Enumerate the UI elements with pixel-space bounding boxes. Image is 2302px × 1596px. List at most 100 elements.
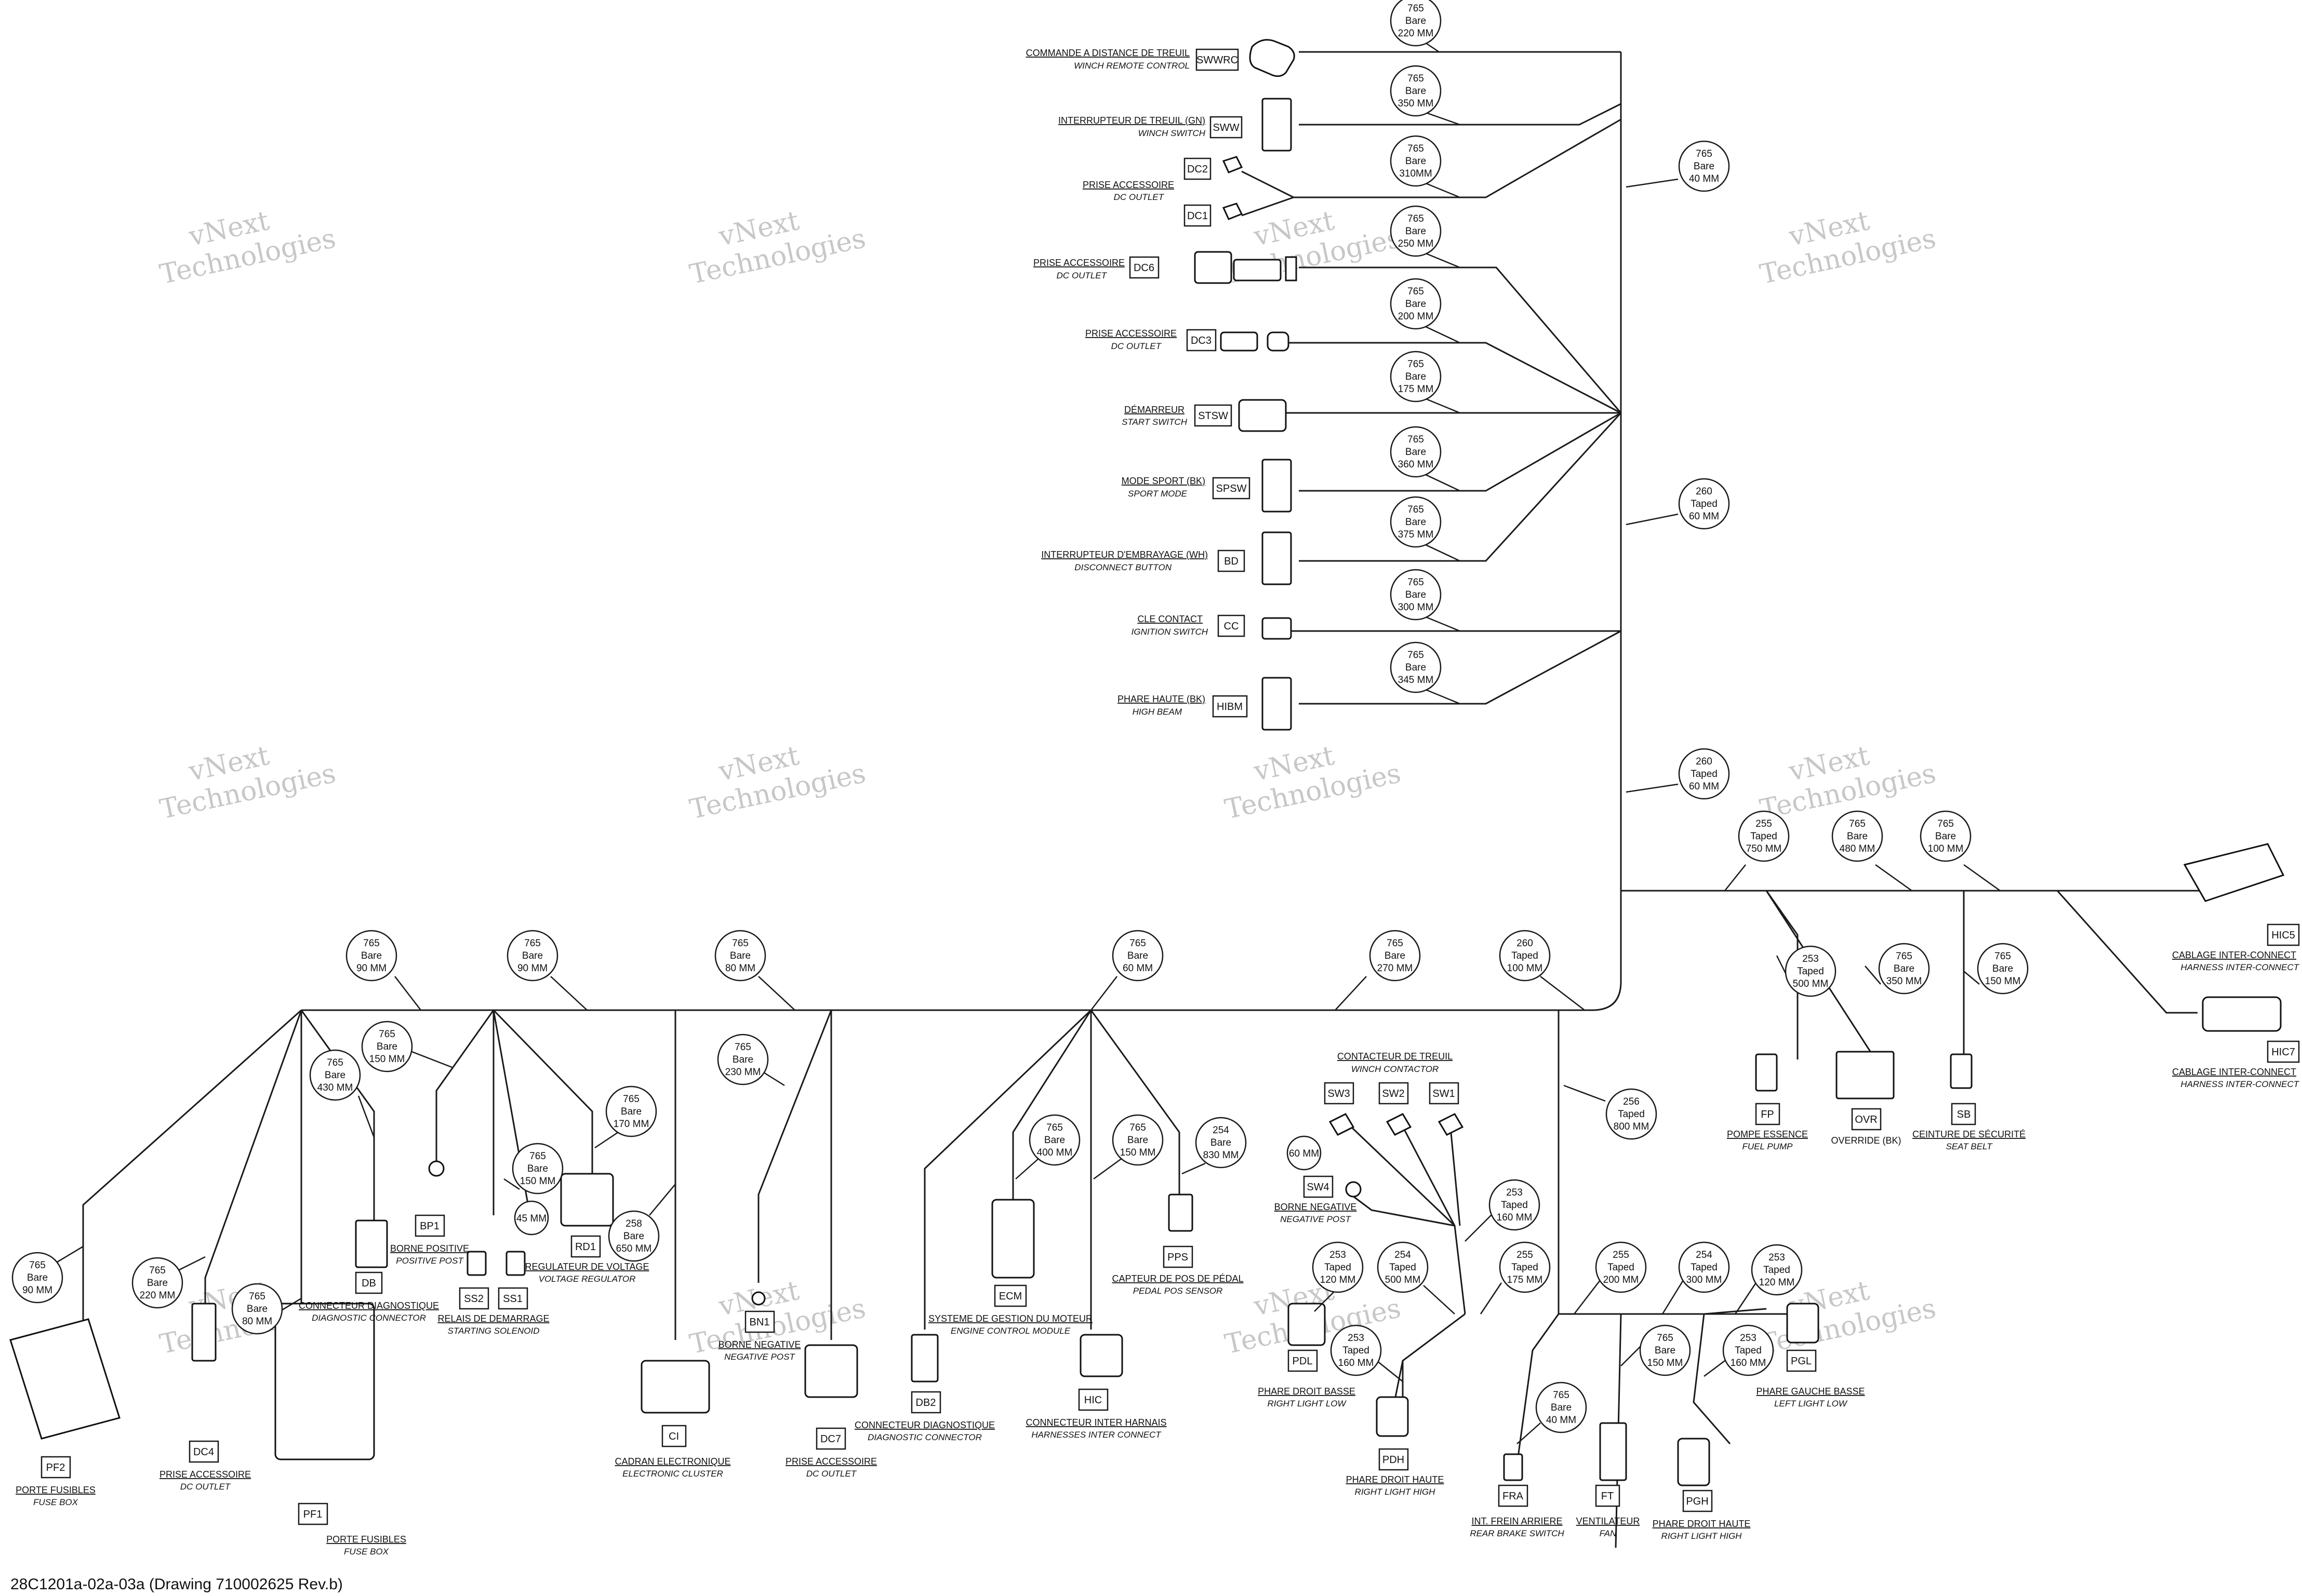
connector-label: SW4 BORNE NEGATIVE NEGATIVE POST xyxy=(1274,1175,1356,1224)
svg-text:350 MM: 350 MM xyxy=(1886,976,1922,987)
connector-label: SWWRC COMMANDE A DISTANCE DE TREUIL WINC… xyxy=(1026,48,1239,71)
connector-name-fr: PRISE ACCESSOIRE xyxy=(1085,328,1177,339)
connector-label: PGH PHARE DROIT HAUTE RIGHT LIGHT HIGH xyxy=(1653,1490,1750,1541)
connector-label: CI CADRAN ELECTRONIQUE ELECTRONIC CLUSTE… xyxy=(615,1425,731,1479)
svg-text:Bare: Bare xyxy=(1694,161,1714,172)
svg-text:Taped: Taped xyxy=(1342,1345,1369,1356)
connector-name-fr: CADRAN ELECTRONIQUE xyxy=(615,1456,730,1467)
svg-text:500 MM: 500 MM xyxy=(1385,1275,1421,1285)
connector-name-en: SPORT MODE xyxy=(1128,489,1188,499)
connector-name-fr: PORTE FUSIBLES xyxy=(16,1485,96,1495)
connector-icon xyxy=(274,1303,375,1460)
connector-icon xyxy=(1261,617,1292,640)
svg-text:90 MM: 90 MM xyxy=(517,963,548,974)
connector-label: SW2 xyxy=(1378,1082,1409,1105)
connector-code: ECM xyxy=(999,1291,1022,1302)
svg-text:Taped: Taped xyxy=(1389,1262,1416,1273)
svg-text:100 MM: 100 MM xyxy=(1507,963,1543,974)
connector-name-fr: BORNE NEGATIVE xyxy=(718,1339,801,1350)
svg-text:Bare: Bare xyxy=(1551,1402,1572,1413)
connector-code: FT xyxy=(1601,1491,1614,1502)
connector-name-en: STARTING SOLENOID xyxy=(448,1326,540,1336)
svg-text:765: 765 xyxy=(1407,359,1424,370)
connector-label: CC CLE CONTACT IGNITION SWITCH xyxy=(1132,614,1245,637)
connector-code: BD xyxy=(1224,556,1239,567)
svg-text:253: 253 xyxy=(1802,954,1819,964)
connector-label: SS1 xyxy=(498,1287,528,1310)
svg-text:Bare: Bare xyxy=(1655,1345,1675,1356)
connector-label: DB2 CONNECTEUR DIAGNOSTIQUE DIAGNOSTIC C… xyxy=(855,1391,995,1442)
connector-name-en: FUSE BOX xyxy=(33,1497,78,1507)
svg-text:765: 765 xyxy=(363,938,380,949)
svg-text:Bare: Bare xyxy=(1405,226,1426,237)
svg-text:Bare: Bare xyxy=(1405,86,1426,97)
connector-name-en: DC OUTLET xyxy=(1111,341,1162,351)
connector-icon xyxy=(1222,203,1243,220)
svg-text:360 MM: 360 MM xyxy=(1398,459,1434,470)
connector-name-en: WINCH REMOTE CONTROL xyxy=(1074,61,1190,71)
connector-label: ECM SYSTEME DE GESTION DU MOTEUR ENGINE … xyxy=(928,1284,1093,1336)
connector-code: DC7 xyxy=(820,1433,841,1445)
connector-icon xyxy=(1261,98,1292,152)
connector-code: PDH xyxy=(1382,1454,1404,1466)
connector-name-fr: CABLAGE INTER-CONNECT xyxy=(2172,1067,2296,1077)
svg-text:765: 765 xyxy=(1696,149,1712,159)
svg-text:255: 255 xyxy=(1516,1250,1533,1260)
connector-icon xyxy=(1287,1303,1326,1346)
connector-name-en: START SWITCH xyxy=(1122,417,1188,427)
connector-label: PF2 PORTE FUSIBLES FUSE BOX xyxy=(16,1456,96,1507)
svg-text:765: 765 xyxy=(1849,819,1866,829)
connector-code: SS2 xyxy=(464,1293,484,1305)
svg-text:150 MM: 150 MM xyxy=(1985,976,2021,987)
svg-text:765: 765 xyxy=(249,1291,265,1302)
connector-label: FT VENTILATEUR FAN xyxy=(1576,1484,1640,1538)
connector-icon xyxy=(191,1303,217,1362)
connector-code: BP1 xyxy=(420,1221,440,1232)
connector-name-fr: CAPTEUR DE POS DE PÉDAL xyxy=(1112,1273,1243,1284)
connector-code: RD1 xyxy=(575,1241,596,1253)
svg-text:220 MM: 220 MM xyxy=(1398,28,1434,39)
svg-text:260: 260 xyxy=(1696,486,1712,497)
svg-text:100 MM: 100 MM xyxy=(1928,843,1964,854)
connector-label: SS2 RELAIS DE DEMARRAGE STARTING SOLENOI… xyxy=(437,1287,550,1336)
connector-code: DC1 xyxy=(1187,210,1208,222)
svg-text:765: 765 xyxy=(1129,1122,1146,1133)
connector-code: SW3 xyxy=(1327,1088,1350,1099)
svg-text:Bare: Bare xyxy=(1405,517,1426,528)
connector-icon xyxy=(1261,677,1292,731)
note-60mm: 60 MM xyxy=(1289,1148,1319,1159)
connector-name-en: NEGATIVE POST xyxy=(1280,1214,1351,1224)
connector-icon xyxy=(1261,459,1292,513)
svg-text:60 MM: 60 MM xyxy=(1123,963,1153,974)
connector-code: DC4 xyxy=(193,1446,214,1458)
svg-text:Bare: Bare xyxy=(1405,371,1426,382)
svg-text:Bare: Bare xyxy=(1935,831,1956,842)
svg-text:170 MM: 170 MM xyxy=(614,1119,649,1130)
connector-name-fr: VENTILATEUR xyxy=(1576,1516,1640,1526)
connector-label: RD1 REGULATEUR DE VOLTAGE VOLTAGE REGULA… xyxy=(525,1235,649,1284)
connector-label: SW1 xyxy=(1429,1082,1459,1105)
svg-text:150 MM: 150 MM xyxy=(369,1054,405,1065)
connector-icon xyxy=(9,1318,121,1440)
connector-label: DC1 xyxy=(1183,204,1212,227)
upper-branch-wires xyxy=(1241,51,1622,705)
connector-code: PDL xyxy=(1293,1356,1313,1367)
connector-name-fr: OVERRIDE (BK) xyxy=(1831,1135,1901,1146)
connector-name-en: WINCH SWITCH xyxy=(1138,128,1206,138)
connector-name-fr: RELAIS DE DEMARRAGE xyxy=(437,1313,549,1324)
connector-name-en: NEGATIVE POST xyxy=(724,1352,795,1362)
connector-label: STSW DÉMARREUR START SWITCH xyxy=(1122,404,1232,427)
connector-code: HIC xyxy=(1084,1394,1102,1406)
svg-text:765: 765 xyxy=(1553,1390,1569,1401)
